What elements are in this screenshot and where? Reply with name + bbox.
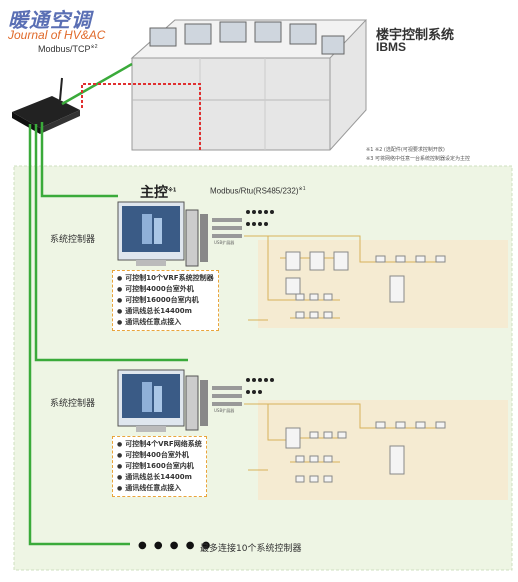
feature-item: 可控制16000台室内机 (117, 295, 214, 306)
controller-2 (117, 369, 208, 432)
feature-item: 可控制4个VRF网络系统 (117, 439, 201, 450)
feature-item: 通讯线任意点接入 (117, 483, 202, 494)
more-controllers-dots: ● ● ● ● ● (138, 540, 213, 551)
router (12, 77, 80, 134)
feature-item: 可控制400台室外机 (117, 450, 202, 461)
outdoor-units-1 (285, 251, 446, 319)
ibms-title: 楼宇控制系统 (376, 28, 455, 43)
rtu-link (81, 83, 201, 150)
modbus-tcp-mark: ※2 (90, 44, 98, 50)
main-controller-text: 主控 (140, 185, 168, 201)
usb-label-2: USB扩展器 (214, 408, 235, 413)
feature-item: 可控制1600台室内机 (117, 461, 202, 472)
logo-cn: 暖通空调 (8, 8, 92, 32)
max-controllers-note: 最多连接10个系统控制器 (200, 544, 302, 554)
modbus-tcp-text: Modbus/TCP (38, 44, 91, 54)
modbus-tcp-label: Modbus/TCP※2 (38, 44, 98, 54)
controller-1 (117, 201, 208, 267)
modbus-rtu-mark: ※1 (298, 186, 306, 192)
controller-label-2: 系统控制器 (50, 399, 96, 409)
feature-item: 通讯线总长14400m (117, 306, 214, 317)
feature-item: 通讯线总长14400m (117, 472, 202, 483)
feature-item: 通讯线任意点接入 (117, 317, 214, 328)
unit-zone-2 (258, 400, 508, 500)
feature-item: 可控制4000台室外机 (117, 284, 214, 295)
modbus-rtu-text: Modbus/Rtu(RS485/232) (210, 186, 299, 196)
feature-item: 可控制10个VRF系统控制器 (117, 273, 213, 284)
ibms-subtitle: IBMS (376, 40, 406, 54)
note-2: ※3 可将网络中任意一台系统控制器设定为主控 (366, 156, 470, 162)
ibms-console (130, 19, 368, 151)
logo-en: Journal of HV&AC (8, 28, 106, 42)
modbus-rtu-label: Modbus/Rtu(RS485/232)※1 (210, 186, 305, 196)
note-1: ※1 ※2 (选配件(可视要求控制开放) (366, 147, 445, 153)
usb-label-1: USB扩展器 (214, 240, 235, 245)
controller-label-1: 系统控制器 (50, 235, 96, 245)
features-box-2: 可控制4个VRF网络系统 可控制400台室外机 可控制1600台室内机 通讯线总… (112, 436, 207, 497)
outdoor-units-2 (285, 421, 446, 483)
main-controller-mark: ※1 (168, 187, 177, 194)
features-box-1: 可控制10个VRF系统控制器 可控制4000台室外机 可控制16000台室内机 … (112, 270, 219, 331)
main-controller-label: 主控※1 (140, 182, 176, 202)
usb-connectors (212, 210, 274, 406)
tcp-lines (28, 62, 188, 546)
system-zone (13, 165, 513, 571)
